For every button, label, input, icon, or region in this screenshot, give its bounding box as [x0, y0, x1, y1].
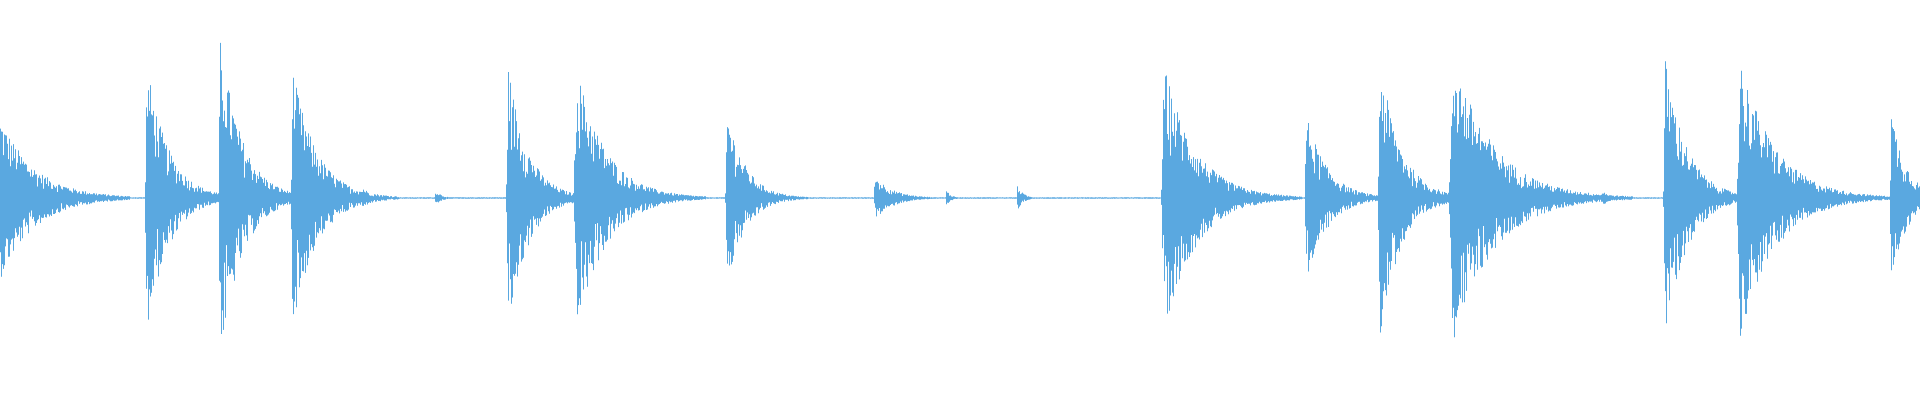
- waveform-samples: [0, 42, 1920, 338]
